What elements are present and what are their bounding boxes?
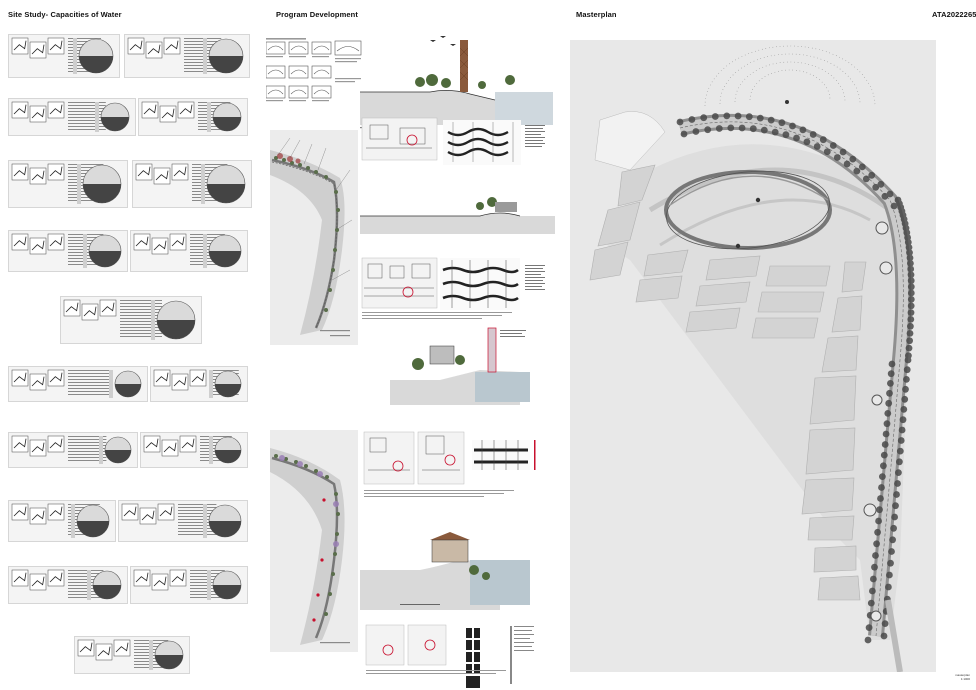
circle-diagram-icon: [11, 435, 132, 464]
circle-diagram-icon: [11, 101, 130, 132]
tree-icon: [676, 112, 915, 644]
circle-diagram-icon: [133, 569, 242, 600]
site-study-panel: [8, 566, 128, 604]
section-diagram-icon: [360, 36, 553, 129]
land-water-diagram-side: [334, 40, 362, 83]
site-study-panel: [150, 366, 248, 402]
circle-diagram-icon: [141, 101, 242, 132]
circle-diagram-icon: [121, 503, 242, 538]
circle-diagram-icon: [153, 369, 242, 398]
site-study-panel: [8, 34, 120, 78]
scale-value: 1:1000: [960, 677, 970, 681]
site-study-panel: [124, 34, 250, 78]
circle-diagram-icon: [11, 369, 142, 398]
masterplan-map: [570, 40, 936, 672]
site-study-title: Site Study- Capacities of Water: [8, 10, 122, 19]
masterplan-scale: masterplan 1:1000: [910, 673, 970, 681]
circle-diagram-icon: [11, 163, 122, 204]
circle-diagram-icon: [11, 233, 122, 268]
site-study-panel: [8, 500, 116, 542]
circle-diagram-icon: [133, 233, 242, 268]
circle-diagram-icon: [143, 435, 242, 464]
project-code: ATA2022265: [932, 10, 976, 19]
masterplan-title: Masterplan: [576, 10, 617, 19]
plot-group: [589, 164, 867, 601]
circle-diagram-icon: [11, 569, 122, 600]
circle-diagram-icon: [135, 163, 246, 204]
site-study-panel: [8, 160, 128, 208]
program-development-title: Program Development: [276, 10, 358, 19]
site-study-panel: [118, 500, 248, 542]
viewpoint-marker: [785, 100, 789, 104]
site-study-panel: [130, 566, 248, 604]
circle-diagram-icon: [11, 503, 110, 538]
circle-diagram-icon: [11, 37, 114, 74]
site-study-panel: [130, 230, 248, 272]
site-study-panel: [8, 230, 128, 272]
site-plan-strip-upper: [270, 130, 358, 345]
circle-diagram-icon: [63, 299, 196, 340]
site-study-panel: [8, 366, 148, 402]
circle-diagram-icon: [127, 37, 244, 74]
site-study-panel: [140, 432, 248, 468]
site-study-panel: [8, 98, 136, 136]
site-plan-strip-lower: [270, 430, 358, 652]
program-sections: [360, 36, 555, 688]
site-study-panel: [8, 432, 138, 468]
site-study-panel: [60, 296, 202, 344]
site-study-panel: [138, 98, 248, 136]
land-water-diagram-grid: [266, 38, 332, 102]
site-study-panel: [132, 160, 252, 208]
scale-label: masterplan: [955, 673, 970, 677]
circle-diagram-icon: [77, 639, 184, 670]
site-study-panel: [74, 636, 190, 674]
